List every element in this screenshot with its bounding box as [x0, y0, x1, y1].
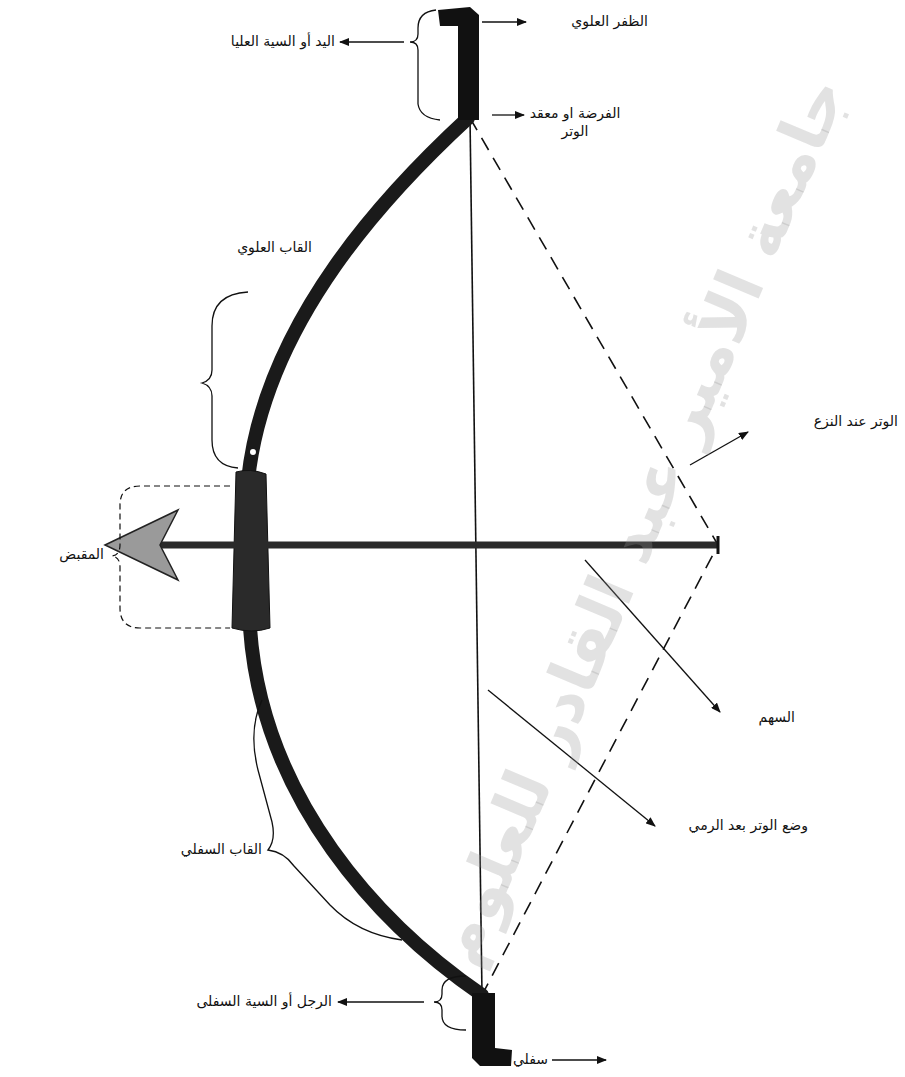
- part-label: القاب العلوي: [237, 238, 312, 256]
- arrow-nock: [717, 536, 720, 554]
- arrow-head: [105, 510, 178, 580]
- leader-line: [492, 114, 524, 115]
- part-label: سفلي: [513, 1050, 548, 1068]
- part-label: وضع الوتر بعد الرمي: [688, 816, 808, 834]
- leader-line: [552, 1059, 606, 1060]
- upper-tip: [438, 7, 479, 120]
- part-label: المقبض: [59, 545, 104, 563]
- part-label: اليد أو السية العليا: [231, 32, 335, 50]
- lower-tip: [472, 993, 512, 1066]
- part-label: الرجل أو السية السفلى: [196, 992, 332, 1010]
- bracket: [202, 292, 248, 468]
- upper-limb: [248, 118, 468, 480]
- bracket: [254, 700, 402, 940]
- part-label: الفرضة او معقد الوتر: [525, 104, 625, 140]
- part-label: القاب السفلي: [181, 840, 262, 858]
- leader-line: [338, 1001, 424, 1002]
- bow-grip: [232, 470, 270, 631]
- bracket: [112, 486, 230, 628]
- watermark: جامعة الأمير عبد القادر للعلوم: [419, 65, 861, 974]
- grip-dot: [250, 449, 256, 455]
- leader-line: [340, 41, 404, 42]
- part-label: الوتر عند النزع: [814, 412, 898, 430]
- part-label: السهم: [759, 708, 795, 726]
- part-label: الظفر العلوي: [571, 12, 648, 30]
- bracket: [434, 976, 466, 1030]
- leader-line: [482, 21, 526, 22]
- bracket: [410, 10, 440, 120]
